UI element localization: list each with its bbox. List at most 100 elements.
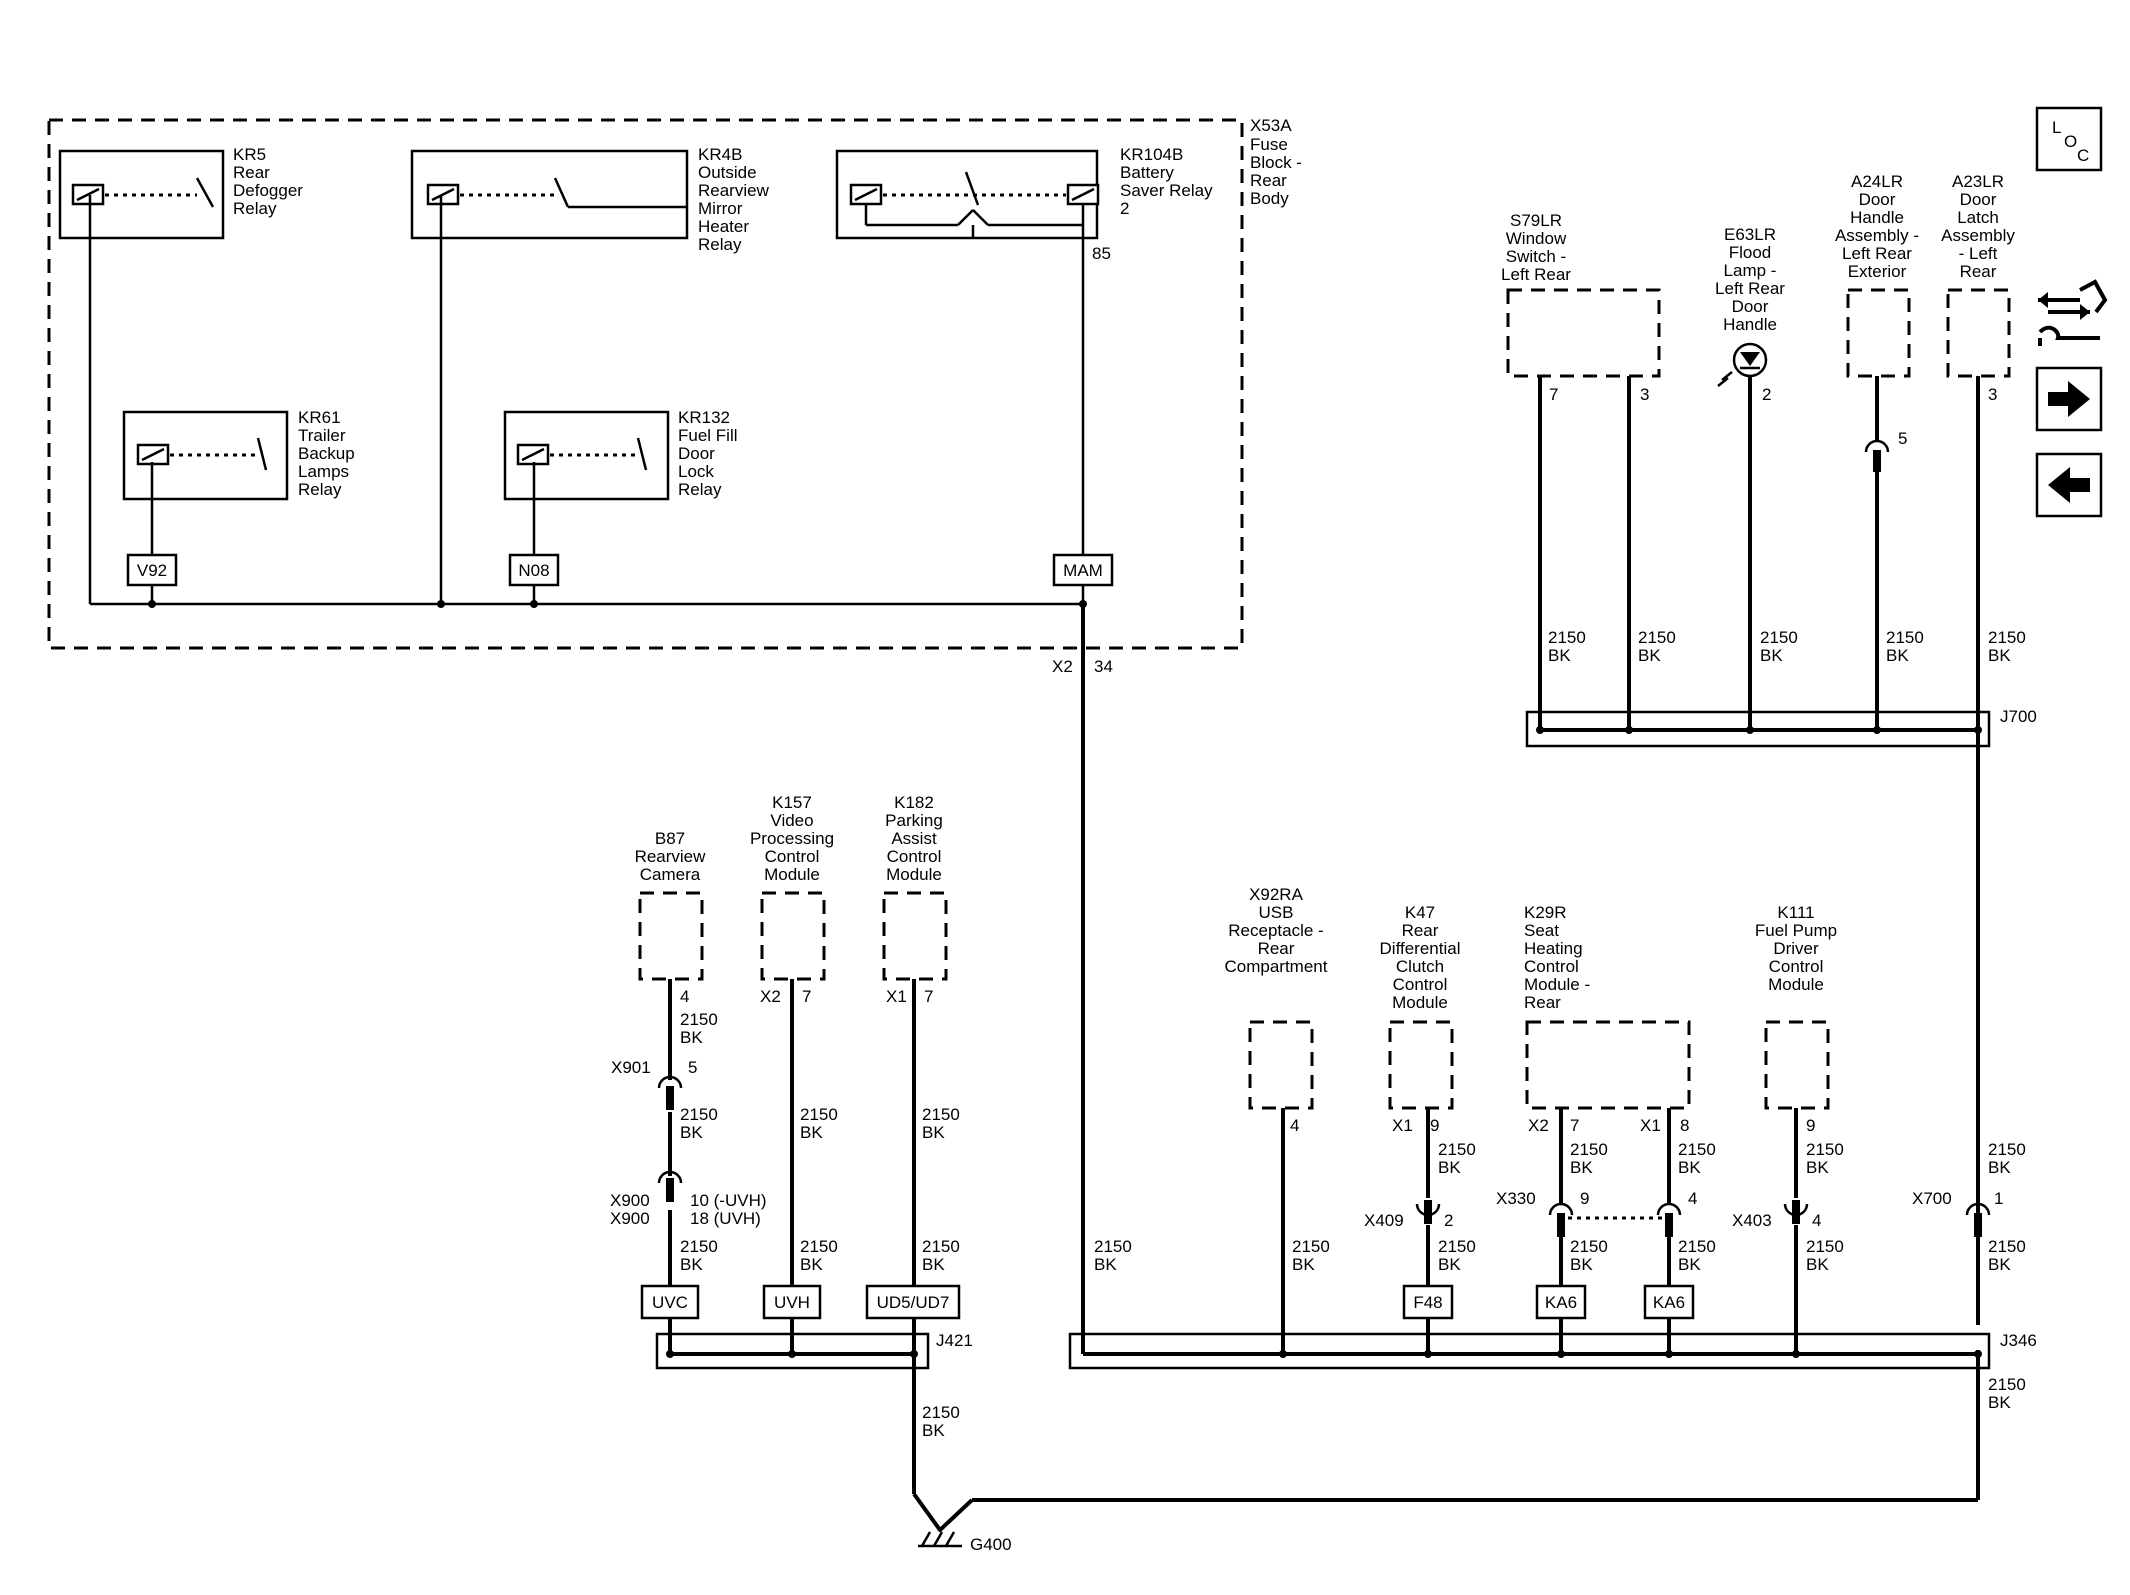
connector-x403: X403 4	[1732, 1200, 1821, 1230]
component-a23lr-name-5: Rear	[1960, 262, 1997, 281]
splice-pack-j346: J346	[1068, 1331, 2037, 1370]
relay-kr104b-name-3: 2	[1120, 199, 1129, 218]
splice-j421-label: J421	[936, 1331, 973, 1350]
previous-page-icon[interactable]	[2035, 452, 2103, 518]
component-k157: K157 Video Processing Control Module X2 …	[750, 793, 834, 1006]
component-k29r-id: K29R	[1524, 903, 1567, 922]
wire-label-size: 2150	[1806, 1237, 1844, 1256]
wire-label-size: 2150	[1570, 1140, 1608, 1159]
splice-tag-v92: V92	[126, 553, 178, 587]
component-k111-name-4: Module	[1768, 975, 1824, 994]
component-k29r-name-2: Heating	[1524, 939, 1583, 958]
wire-label-color: BK	[1548, 646, 1571, 665]
component-x92ra-id: X92RA	[1249, 885, 1304, 904]
component-k182-name-4: Module	[886, 865, 942, 884]
component-k111-name-2: Driver	[1773, 939, 1819, 958]
connector-a24lr-symbol	[1864, 439, 1890, 453]
connector-x900: X900 X900 10 (-UVH) 18 (UVH)	[610, 1170, 767, 1228]
component-k182-id: K182	[894, 793, 934, 812]
connector-x409-id: X409	[1364, 1211, 1404, 1230]
wire-label-size: 2150	[922, 1237, 960, 1256]
component-k182-name-3: Control	[887, 847, 942, 866]
relay-kr4b-name-2: Rearview	[698, 181, 770, 200]
relay-kr5: KR5 Rear Defogger Relay	[58, 145, 303, 240]
component-x92ra-name-4: Compartment	[1225, 957, 1328, 976]
component-k157-name-1: Video	[770, 811, 813, 830]
wire-label-size: 2150	[1292, 1237, 1330, 1256]
relay-kr61-name-2: Backup	[298, 444, 355, 463]
component-a24lr-name-5: Exterior	[1848, 262, 1907, 281]
splice-j346-label: J346	[2000, 1331, 2037, 1350]
relay-kr4b-name-3: Mirror	[698, 199, 743, 218]
wire-label-size: 2150	[1988, 1375, 2026, 1394]
connector-end-view-icon[interactable]	[2038, 279, 2108, 346]
splice-tag-uvc-label: UVC	[652, 1293, 688, 1312]
connector-x330-id: X330	[1496, 1189, 1536, 1208]
splice-tag-mam: MAM	[1052, 553, 1114, 587]
connector-x330: X330 9 4	[1496, 1189, 1697, 1237]
connector-x901: X901 5	[611, 1058, 697, 1110]
component-k111-pin: 9	[1806, 1116, 1815, 1135]
component-k182-pin: 7	[924, 987, 933, 1006]
wire-label-color: BK	[1988, 646, 2011, 665]
wire-label-size: 2150	[800, 1105, 838, 1124]
component-k47-name-1: Rear	[1402, 921, 1439, 940]
loc-icon[interactable]: L O C	[2035, 106, 2103, 172]
component-b87-id: B87	[655, 829, 685, 848]
wire-label-size: 2150	[1638, 628, 1676, 647]
wire-label-size: 2150	[1988, 1237, 2026, 1256]
component-e63lr-pin-2: 2	[1762, 385, 1771, 404]
wire-label-color: BK	[922, 1255, 945, 1274]
splice-tag-ka6-b-label: KA6	[1653, 1293, 1685, 1312]
wire-label-size: 2150	[800, 1237, 838, 1256]
component-e63lr-name-1: Flood	[1729, 243, 1772, 262]
relay-kr61-id: KR61	[298, 408, 341, 427]
component-a24lr-name-3: Assembly -	[1835, 226, 1919, 245]
relay-kr4b-name-1: Outside	[698, 163, 757, 182]
splice-tag-ud5-ud7: UD5/UD7	[865, 1284, 961, 1320]
wire-label-size: 2150	[1438, 1237, 1476, 1256]
component-a24lr: A24LR Door Handle Assembly - Left Rear E…	[1835, 172, 1919, 472]
wire-label-color: BK	[1438, 1158, 1461, 1177]
wire-label-color: BK	[1806, 1255, 1829, 1274]
component-a23lr-pin-3: 3	[1988, 385, 1997, 404]
wire-label-color: BK	[1094, 1255, 1117, 1274]
connector-x700-pin: 1	[1994, 1189, 2003, 1208]
relay-kr132-name-3: Lock	[678, 462, 714, 481]
component-s79lr: S79LR Window Switch - Left Rear 7 3	[1501, 211, 1661, 404]
left-wire-labels: 2150 BK 2150 BK 2150 BK 2150 BK 2150 BK …	[680, 1010, 960, 1440]
connector-x901-id: X901	[611, 1058, 651, 1077]
wire-label-size: 2150	[1548, 628, 1586, 647]
fuse-block-outline	[47, 118, 1244, 650]
splice-tag-f48: F48	[1402, 1284, 1454, 1320]
relay-kr132-name-1: Fuel Fill	[678, 426, 738, 445]
wire-label-color: BK	[1988, 1255, 2011, 1274]
component-x92ra-name-3: Rear	[1258, 939, 1295, 958]
relay-kr104b-name-2: Saver Relay	[1120, 181, 1213, 200]
component-k47: K47 Rear Differential Clutch Control Mod…	[1380, 903, 1461, 1135]
relay-kr5-id: KR5	[233, 145, 266, 164]
component-e63lr-name-3: Left Rear	[1715, 279, 1785, 298]
next-page-icon[interactable]	[2035, 366, 2103, 432]
connector-x900-id-a: X900	[610, 1191, 650, 1210]
wire-label-color: BK	[1638, 646, 1661, 665]
fuse-block-name-3: Rear	[1250, 171, 1287, 190]
component-k29r-name-3: Control	[1524, 957, 1579, 976]
connector-x403-id: X403	[1732, 1211, 1772, 1230]
ground-g400-label: G400	[970, 1535, 1012, 1554]
component-e63lr-name-4: Door	[1732, 297, 1769, 316]
component-k29r-pin: 7	[1570, 1116, 1579, 1135]
component-b87: B87 Rearview Camera 4	[635, 829, 707, 1006]
component-a23lr-name-4: - Left	[1959, 244, 1998, 263]
splice-tag-v92-label: V92	[137, 561, 167, 580]
component-s79lr-id: S79LR	[1510, 211, 1562, 230]
component-k111-id: K111	[1777, 903, 1814, 922]
wire-label-size: 2150	[1988, 1140, 2026, 1159]
splice-tag-ud5-ud7-label: UD5/UD7	[877, 1293, 950, 1312]
splice-tag-f48-label: F48	[1413, 1293, 1442, 1312]
component-k47-name-4: Control	[1393, 975, 1448, 994]
component-k29r-name-4: Module -	[1524, 975, 1590, 994]
connector-x409: X409 2	[1364, 1200, 1453, 1230]
component-k182: K182 Parking Assist Control Module X1 7	[882, 793, 948, 1006]
